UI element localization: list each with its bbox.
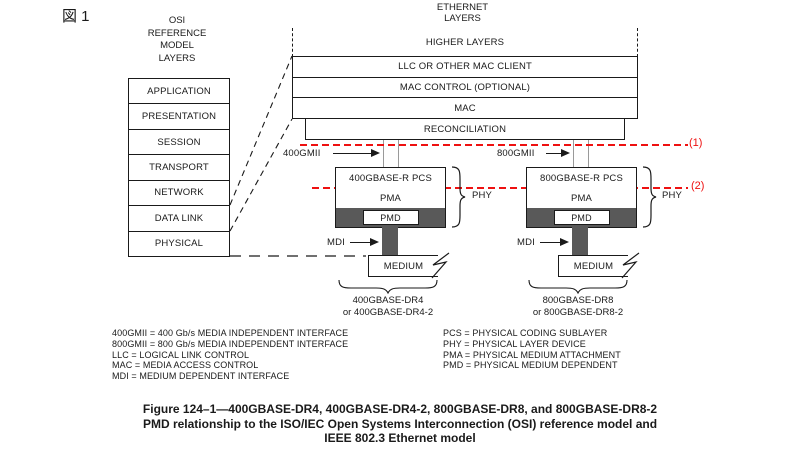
ethernet-title-line: LAYERS [444, 13, 481, 24]
figure-number-label: 図 1 [62, 8, 90, 25]
phy-stack-400g: 400GBASE-R PCS PMA PMD [335, 167, 446, 228]
caption-line: IEEE 802.3 Ethernet model [324, 431, 476, 446]
mdi-arrow-line [540, 241, 561, 243]
figure-caption: Figure 124–1—400GBASE-DR4, 400GBASE-DR4-… [50, 402, 750, 446]
osi-layer-application: APPLICATION [129, 79, 229, 105]
pmd-family-name-400g: 400GBASE-DR4 or 400GBASE-DR4-2 [337, 295, 439, 318]
legend-left-column: 400GMII = 400 Gb/s MEDIA INDEPENDENT INT… [112, 328, 348, 382]
pmd-name-line: or 400GBASE-DR4-2 [342, 306, 434, 318]
pcs-box-400g: 400GBASE-R PCS [349, 172, 432, 184]
ethernet-layer-mac-control: MAC CONTROL (OPTIONAL) [293, 78, 637, 99]
ethernet-layer-mac: MAC [454, 102, 476, 114]
gmii-arrow-icon [561, 149, 570, 157]
gmii-arrow-icon [371, 149, 380, 157]
red-dashed-line-2 [312, 187, 688, 189]
pcs-box-800g: 800GBASE-R PCS [540, 172, 623, 184]
mdi-arrow-line [350, 241, 371, 243]
legend-item: MDI = MEDIUM DEPENDENT INTERFACE [112, 371, 290, 382]
osi-title-line: REFERENCE [147, 27, 207, 39]
legend-item: PMD = PHYSICAL MEDIUM DEPENDENT [443, 360, 618, 371]
legend-right-column: PCS = PHYSICAL CODING SUBLAYER PHY = PHY… [443, 328, 621, 371]
phy-brace-icon [451, 166, 466, 228]
mdi-label-800g: MDI [517, 237, 535, 248]
pma-box-400g: PMA [379, 192, 402, 204]
osi-layer-presentation: PRESENTATION [129, 104, 229, 130]
caption-line: PMD relationship to the ISO/IEC Open Sys… [142, 416, 658, 431]
phy-label-400g: PHY [472, 190, 492, 201]
legend-item: 800GMII = 800 Gb/s MEDIA INDEPENDENT INT… [112, 338, 349, 349]
phy-brace-icon [642, 166, 657, 228]
osi-title: OSI REFERENCE MODEL LAYERS [124, 15, 230, 65]
osi-title-line: OSI [168, 15, 186, 26]
gmii-arrow-line [546, 152, 562, 154]
mdi-arrow-icon [370, 238, 379, 246]
pmd-band-800g: PMD [527, 208, 636, 227]
osi-layer-session: SESSION [129, 130, 229, 156]
pmd-name-line: 400GBASE-DR4 [352, 295, 424, 306]
mdi-connector-400g [382, 227, 398, 256]
mii-label-400gmii: 400GMII [283, 148, 321, 159]
medium-break-icon [431, 252, 450, 279]
pmd-family-name-800g: 800GBASE-DR8 or 800GBASE-DR8-2 [527, 295, 629, 318]
mii-connector-line [588, 140, 589, 167]
osi-layer-network: NETWORK [129, 181, 229, 207]
pmd-name-line: 800GBASE-DR8 [542, 295, 614, 306]
legend-item: 400GMII = 400 Gb/s MEDIA INDEPENDENT INT… [112, 328, 349, 338]
callout-1-label: (1) [689, 137, 703, 149]
ethernet-title: ETHERNET LAYERS [390, 2, 535, 24]
pmd-name-line: or 800GBASE-DR8-2 [532, 306, 624, 318]
medium-box-400g: MEDIUM [368, 255, 438, 277]
pmd-box-400g: PMD [362, 210, 419, 225]
mii-connector-line [573, 140, 574, 167]
under-brace-icon [338, 279, 438, 295]
mii-label-800gmii: 800GMII [497, 148, 535, 159]
mii-connector-line [383, 140, 384, 167]
gmii-arrow-line [333, 152, 372, 154]
ethernet-title-line: ETHERNET [436, 2, 489, 13]
pmd-box-800g: PMD [553, 210, 610, 225]
medium-box-800g: MEDIUM [558, 255, 628, 277]
legend-item: PCS = PHYSICAL CODING SUBLAYER [443, 328, 608, 338]
caption-line: Figure 124–1—400GBASE-DR4, 400GBASE-DR4-… [142, 402, 658, 416]
osi-layer-physical: PHYSICAL [154, 238, 204, 250]
mdi-label-400g: MDI [327, 237, 345, 248]
ethernet-layer-reconciliation: RECONCILIATION [305, 118, 625, 140]
red-dashed-line-1 [300, 144, 688, 146]
osi-layer-stack: APPLICATION PRESENTATION SESSION TRANSPO… [128, 78, 230, 257]
mdi-arrow-icon [560, 238, 569, 246]
legend-item: PHY = PHYSICAL LAYER DEVICE [443, 338, 586, 349]
legend-item: LLC = LOGICAL LINK CONTROL [112, 349, 250, 360]
ethernet-layer-llc: LLC OR OTHER MAC CLIENT [293, 57, 637, 78]
mdi-connector-800g [572, 227, 588, 256]
osi-title-line: MODEL [160, 40, 194, 51]
pmd-band-400g: PMD [336, 208, 445, 227]
phy-stack-800g: 800GBASE-R PCS PMA PMD [526, 167, 637, 228]
ethernet-layer-higher-layers: HIGHER LAYERS [292, 28, 638, 57]
osi-layer-transport: TRANSPORT [129, 155, 229, 181]
phy-label-800g: PHY [662, 190, 682, 201]
mii-connector-line [398, 140, 399, 167]
osi-layer-datalink: DATA LINK [129, 206, 229, 232]
osi-title-line: LAYERS [158, 52, 196, 64]
legend-item: PMA = PHYSICAL MEDIUM ATTACHMENT [443, 349, 621, 360]
pma-box-800g: PMA [570, 192, 593, 204]
dashed-line-datalink-top [229, 55, 293, 206]
ethernet-layer-stack: LLC OR OTHER MAC CLIENT MAC CONTROL (OPT… [292, 56, 638, 119]
under-brace-icon [528, 279, 628, 295]
legend-item: MAC = MEDIA ACCESS CONTROL [112, 360, 259, 371]
medium-break-icon [621, 252, 640, 279]
callout-2-label: (2) [691, 180, 705, 192]
dashed-line-physical-top [229, 118, 293, 232]
